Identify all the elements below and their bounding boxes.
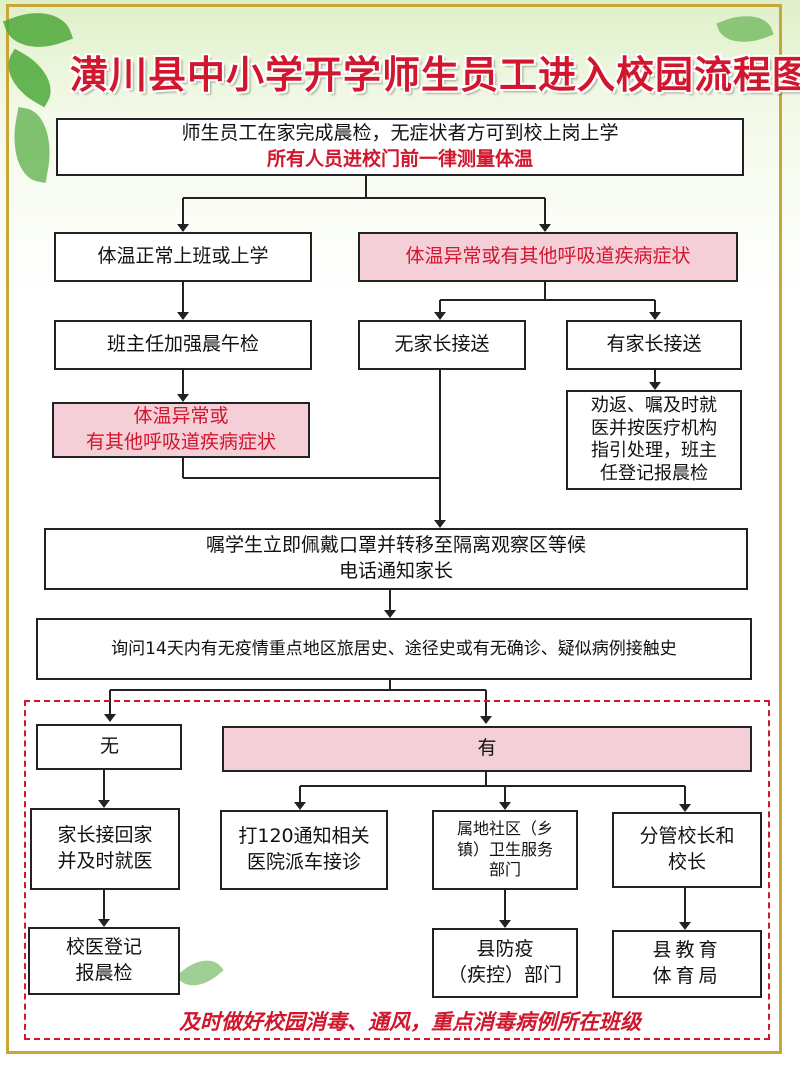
principal-line1: 分管校长和	[639, 825, 735, 848]
dashed-region	[24, 700, 770, 1040]
community-line: 属地社区（乡	[456, 818, 553, 838]
has-parent-box: 有家长接送	[566, 320, 742, 370]
temp-abnormal-box: 体温异常或有其他呼吸道疾病症状	[358, 232, 738, 282]
persuade-line: 任登记报晨检	[600, 462, 708, 484]
temperature-notice: 所有人员进校门前一律测量体温	[266, 148, 533, 170]
morning-check-text: 师生员工在家完成晨检，无症状者方可到校上岗上学	[181, 122, 619, 145]
footer-note: 及时做好校园消毒、通风，重点消毒病例所在班级	[179, 1010, 641, 1034]
edu-bureau-box: 县教育 体育局	[612, 930, 762, 998]
poster-frame	[6, 4, 782, 1054]
temp-normal-box: 体温正常上班或上学	[54, 232, 312, 282]
parent-pickup-line1: 家长接回家	[57, 824, 153, 847]
temp-abnormal-line2: 有其他呼吸道疾病症状	[85, 431, 276, 453]
cdc-box: 县防疫 （疾控）部门	[432, 928, 578, 998]
call-120-line1: 打120通知相关	[238, 825, 370, 848]
parent-pickup-box: 家长接回家 并及时就医	[30, 808, 180, 890]
school-doctor-line1: 校医登记	[65, 936, 142, 959]
no-box: 无	[36, 724, 182, 770]
cdc-line1: 县防疫	[476, 938, 534, 961]
mask-line1: 嘱学生立即佩戴口罩并转移至隔离观察区等候	[205, 534, 586, 557]
morning-check-box: 师生员工在家完成晨检，无症状者方可到校上岗上学 所有人员进校门前一律测量体温	[56, 118, 744, 176]
temp-abnormal-box-2: 体温异常或 有其他呼吸道疾病症状	[52, 402, 310, 458]
call-120-box: 打120通知相关 医院派车接诊	[220, 810, 388, 890]
yes-box: 有	[222, 726, 752, 772]
school-doctor-line2: 报晨检	[75, 962, 133, 984]
page-title: 潢川县中小学开学师生员工进入校园流程图	[70, 53, 800, 97]
school-doctor-box: 校医登记 报晨检	[28, 927, 180, 995]
temp-abnormal-line1: 体温异常或	[133, 405, 229, 428]
edu-bureau-line1: 县教育	[652, 939, 722, 962]
community-line: 部门	[488, 860, 521, 880]
mask-isolation-box: 嘱学生立即佩戴口罩并转移至隔离观察区等候 电话通知家长	[44, 528, 748, 590]
persuade-line: 医并按医疗机构	[591, 417, 717, 439]
persuade-box: 劝返、嘱及时就 医并按医疗机构 指引处理，班主 任登记报晨检	[566, 390, 742, 490]
persuade-line: 劝返、嘱及时就	[591, 395, 717, 416]
community-line: 镇）卫生服务	[456, 839, 553, 859]
persuade-line: 指引处理，班主	[591, 440, 717, 461]
call-120-line2: 医院派车接诊	[246, 851, 361, 873]
inquiry-box: 询问14天内有无疫情重点地区旅居史、途径史或有无确诊、疑似病例接触史	[36, 618, 752, 680]
principal-box: 分管校长和 校长	[612, 812, 762, 888]
no-parent-box: 无家长接送	[358, 320, 526, 370]
edu-bureau-line2: 体育局	[652, 965, 722, 987]
community-health-box: 属地社区（乡 镇）卫生服务 部门	[432, 810, 578, 890]
mask-line2: 电话通知家长	[338, 560, 453, 582]
cdc-line2: （疾控）部门	[447, 964, 562, 986]
principal-line2: 校长	[667, 851, 706, 873]
parent-pickup-line2: 并及时就医	[57, 850, 153, 872]
teacher-check-box: 班主任加强晨午检	[54, 320, 312, 370]
